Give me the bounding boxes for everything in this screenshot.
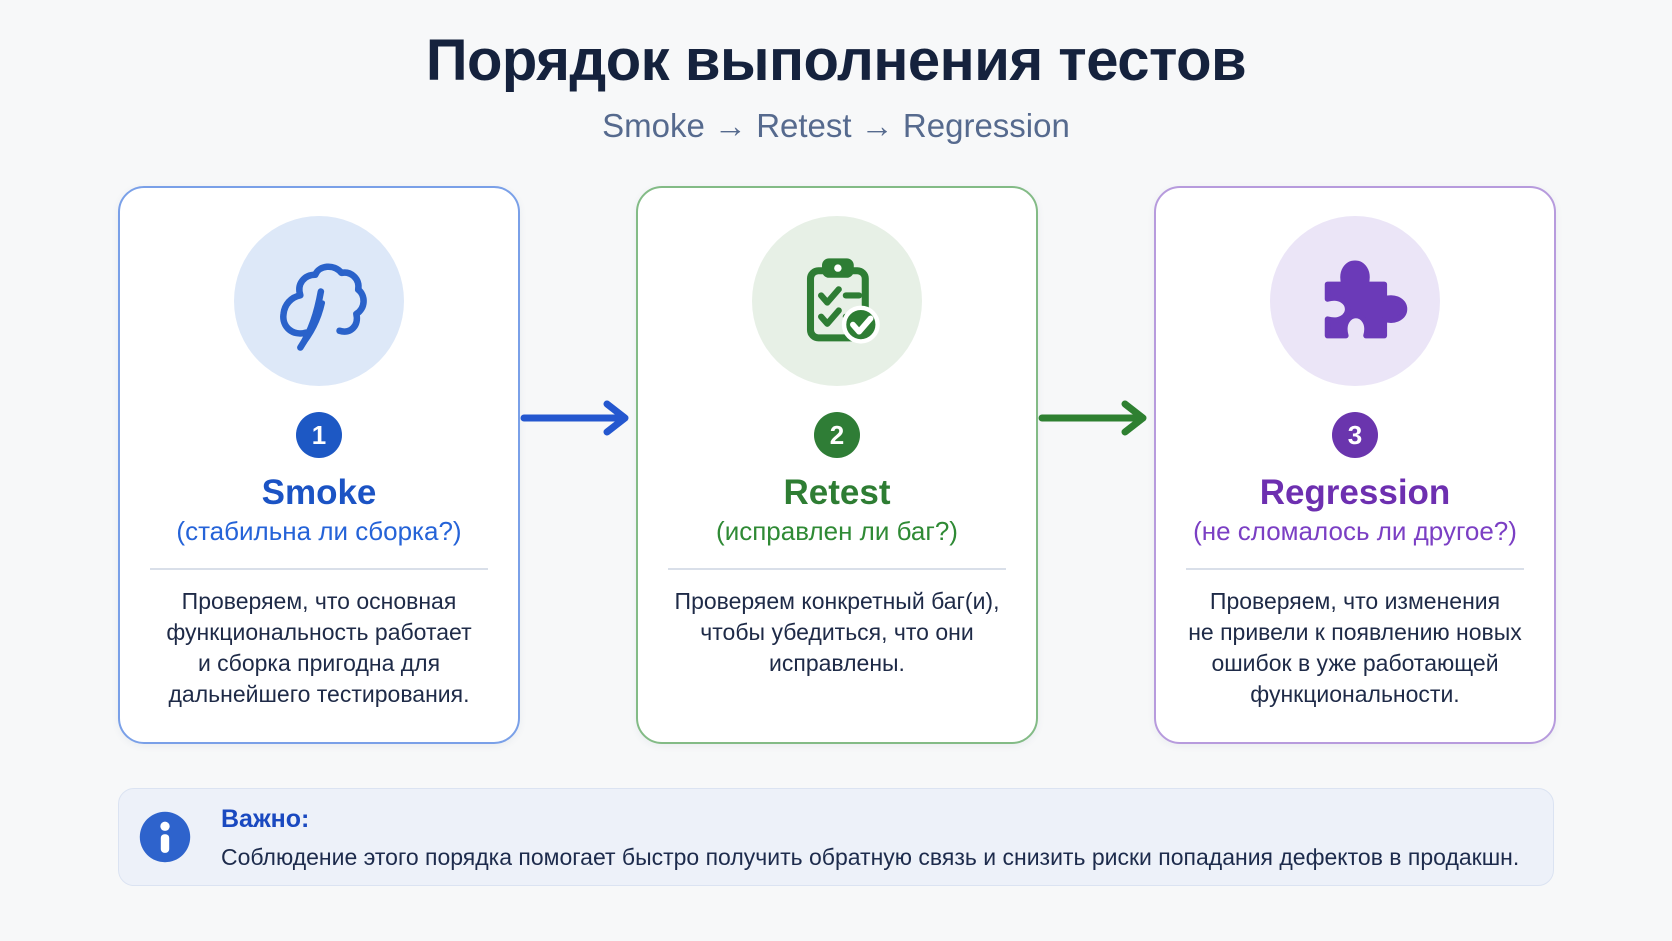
info-icon bbox=[137, 809, 193, 865]
arrow-retest-to-regression bbox=[1038, 400, 1154, 436]
important-note: Важно: Соблюдение этого порядка помогает… bbox=[118, 788, 1554, 886]
note-text: Важно: Соблюдение этого порядка помогает… bbox=[221, 803, 1519, 872]
note-title: Важно: bbox=[221, 804, 310, 833]
card-smoke: 1 Smoke (стабильна ли сборка?) Проверяем… bbox=[118, 186, 520, 744]
retest-icon-circle bbox=[752, 216, 922, 386]
arrow-smoke-to-retest bbox=[520, 400, 636, 436]
step-name: Smoke bbox=[261, 473, 377, 512]
right-arrow-icon bbox=[1038, 400, 1147, 436]
card-retest: 2 Retest (исправлен ли баг?) Проверяем к… bbox=[636, 186, 1038, 744]
smoke-icon-circle bbox=[234, 216, 404, 386]
step-question: (не сломалось ли другое?) bbox=[1193, 516, 1517, 546]
step-name: Regression bbox=[1259, 473, 1451, 512]
step-number-badge: 2 bbox=[814, 412, 860, 458]
step-description: Проверяем конкретный баг(и), чтобы убеди… bbox=[674, 588, 1000, 676]
regression-icon-circle bbox=[1270, 216, 1440, 386]
card-divider bbox=[150, 568, 488, 570]
page-title: Порядок выполнения тестов bbox=[425, 28, 1247, 93]
step-question: (стабильна ли сборка?) bbox=[176, 516, 462, 546]
card-regression: 3 Regression (не сломалось ли другое?) П… bbox=[1154, 186, 1556, 744]
card-divider bbox=[1186, 568, 1524, 570]
step-question: (исправлен ли баг?) bbox=[716, 516, 958, 546]
puzzle-icon bbox=[1300, 244, 1410, 359]
step-description: Проверяем, что изменения не привели к по… bbox=[1188, 588, 1522, 707]
smoke-cloud-icon bbox=[263, 243, 375, 360]
clipboard-check-icon bbox=[784, 246, 890, 357]
test-flow: 1 Smoke (стабильна ли сборка?) Проверяем… bbox=[118, 186, 1556, 744]
step-number-badge: 1 bbox=[296, 412, 342, 458]
right-arrow-icon bbox=[520, 400, 629, 436]
step-name: Retest bbox=[783, 473, 891, 512]
header: Порядок выполнения тестов Smoke → Retest… bbox=[0, 26, 1672, 146]
page-subtitle: Smoke → Retest → Regression bbox=[602, 107, 1070, 144]
note-body: Соблюдение этого порядка помогает быстро… bbox=[221, 843, 1520, 870]
step-description: Проверяем, что основная функциональность… bbox=[166, 588, 472, 707]
step-number-badge: 3 bbox=[1332, 412, 1378, 458]
card-divider bbox=[668, 568, 1006, 570]
